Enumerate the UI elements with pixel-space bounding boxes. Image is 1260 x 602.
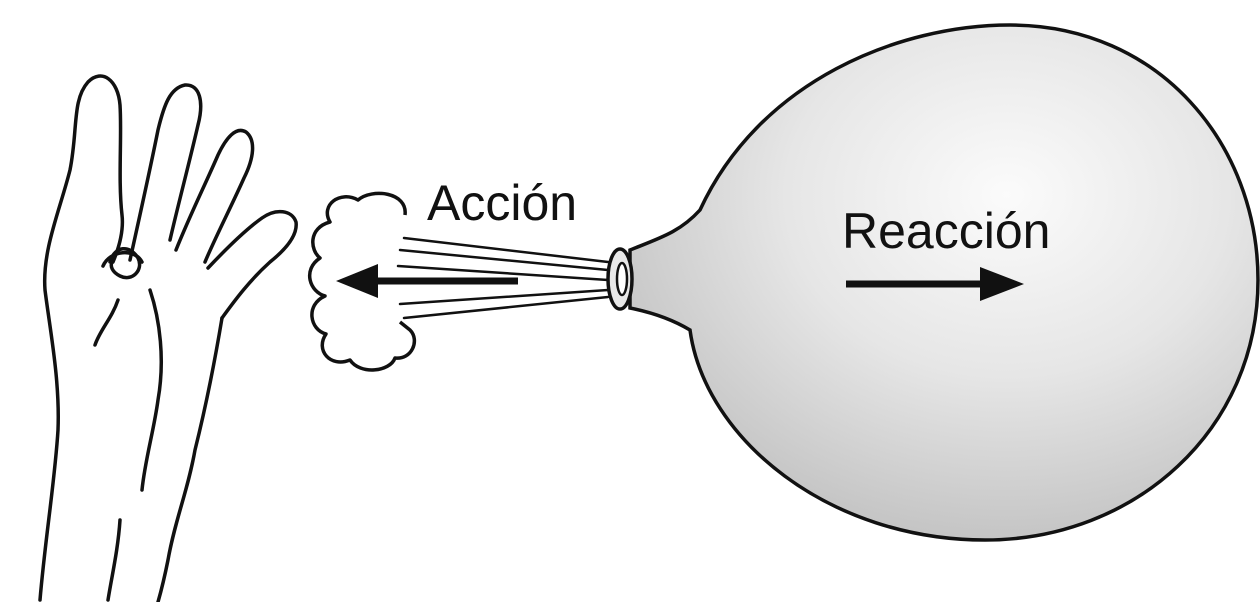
left-arrow-icon [336, 264, 518, 298]
reaction-label: Reacción [842, 203, 1050, 259]
right-arrow-icon [846, 267, 1024, 301]
hand-icon [38, 74, 298, 602]
air-streaks [396, 236, 610, 320]
action-label: Acción [427, 175, 577, 231]
